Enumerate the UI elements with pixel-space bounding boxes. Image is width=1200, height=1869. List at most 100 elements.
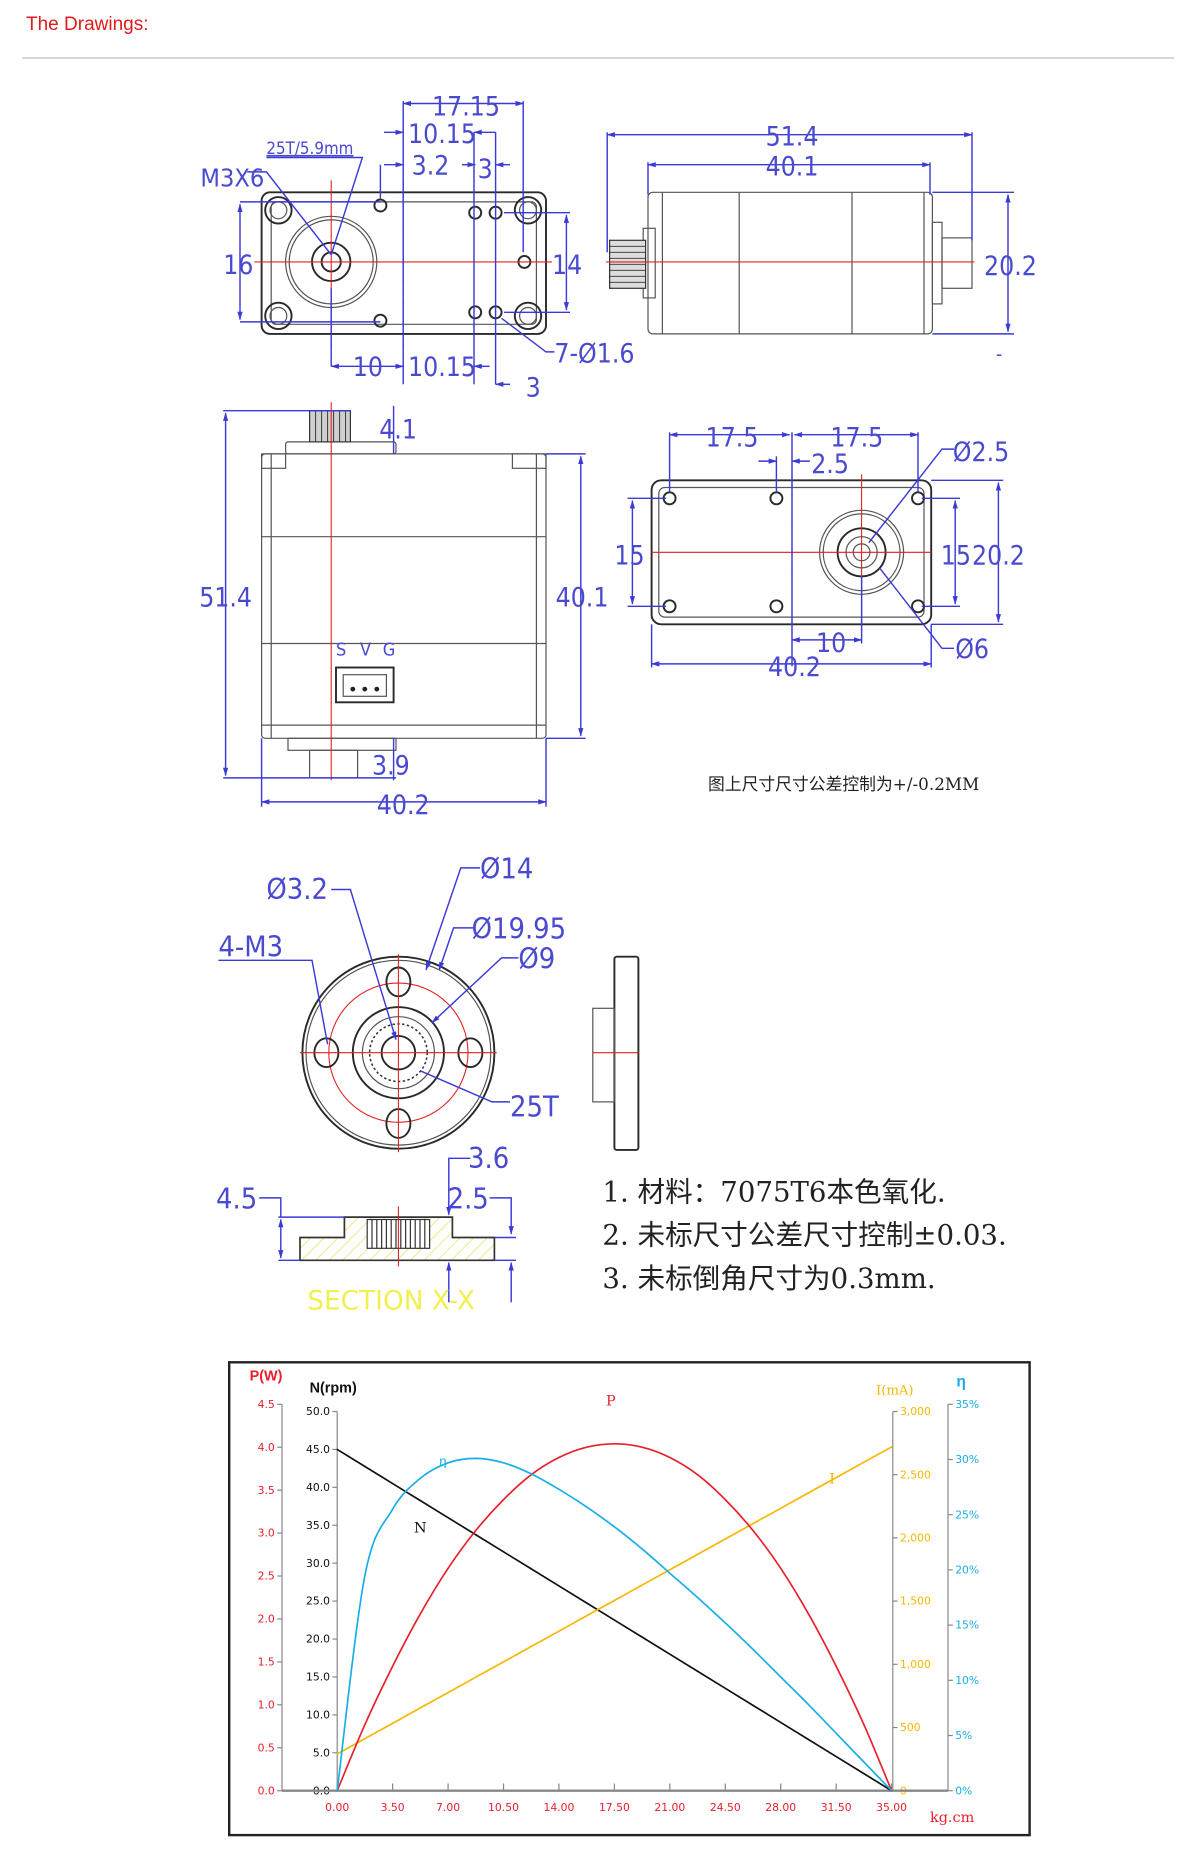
- series-I-point: [558, 1630, 560, 1632]
- pin-v: V: [360, 640, 371, 661]
- x-axis-title: kg.cm: [930, 1810, 975, 1826]
- series-P-point: [447, 1567, 449, 1570]
- x-tick-label: 31.50: [821, 1801, 852, 1814]
- series-eta-point: [447, 1462, 449, 1464]
- series-I-point: [669, 1569, 671, 1571]
- series-P-point: [585, 1446, 588, 1448]
- P-tick-label: 1.5: [258, 1656, 275, 1669]
- N-tick-label: 40.0: [306, 1481, 330, 1494]
- x-tick-label: 14.00: [543, 1801, 574, 1814]
- eta-tick-label: 35%: [955, 1398, 979, 1411]
- top-view: 17.15 10.15 3.2 3 25T/5.9mm M3X6 16 14 1…: [200, 92, 634, 404]
- series-I-point: [447, 1691, 449, 1694]
- note-1: 1. 材料：7075T6本色氧化.: [602, 1176, 945, 1209]
- divider: [22, 57, 1174, 59]
- x-tick-label: 7.00: [436, 1801, 460, 1814]
- series-N-point: [696, 1670, 699, 1672]
- P-tick-label: 2.0: [258, 1613, 275, 1626]
- section-dim-3-6: 3.6: [468, 1141, 509, 1175]
- P-tick-label: 4.5: [258, 1398, 275, 1411]
- note-2: 2. 未标尺寸公差尺寸控制±0.03.: [602, 1219, 1006, 1252]
- series-I-point: [502, 1661, 505, 1663]
- eta-curve-label: η: [439, 1454, 446, 1469]
- spline-label: 25T/5.9mm: [266, 138, 353, 158]
- N-tick-label: 5.0: [313, 1746, 330, 1759]
- series-N-point: [724, 1687, 727, 1690]
- I-tick-label: 1,000: [900, 1658, 931, 1671]
- bottom-dim-20-2: 20.2: [972, 540, 1025, 571]
- series-P-point: [419, 1613, 422, 1615]
- horn-phi-14: Ø14: [480, 852, 533, 886]
- series-P-point: [807, 1613, 810, 1615]
- x-tick-label: 10.50: [488, 1801, 519, 1814]
- series-eta-point: [613, 1526, 616, 1528]
- bottom-dim-phi-6: Ø6: [955, 634, 989, 665]
- series-N-point: [613, 1619, 616, 1621]
- series-eta-point: [780, 1676, 782, 1678]
- n-curve-label: N: [414, 1521, 427, 1537]
- front-dim-40-1: 40.1: [556, 582, 609, 613]
- i-axis-title: I(mA): [876, 1384, 914, 1399]
- eta-tick-label: 0%: [955, 1784, 972, 1797]
- horn-4-m3: 4-M3: [218, 930, 283, 964]
- note-3: 3. 未标倒角尺寸为0.3mm.: [602, 1262, 935, 1295]
- series-eta-point: [419, 1477, 422, 1479]
- dim-14: 14: [552, 250, 582, 281]
- eta-tick-label: 25%: [955, 1508, 979, 1521]
- series-eta-point: [752, 1648, 754, 1651]
- N-tick-label: 50.0: [306, 1405, 330, 1418]
- series-eta-point: [364, 1574, 366, 1577]
- series-I-point: [530, 1645, 532, 1648]
- series-I-point: [641, 1584, 643, 1586]
- series-N-point: [502, 1551, 505, 1553]
- series-eta-point: [530, 1473, 532, 1475]
- front-dim-40-2: 40.2: [377, 790, 430, 821]
- series-N-point: [336, 1448, 338, 1451]
- series-I-point: [780, 1507, 782, 1510]
- dim-3-2: 3.2: [412, 150, 450, 181]
- series-eta-point: [502, 1462, 505, 1464]
- eta-tick-label: 10%: [955, 1674, 979, 1687]
- series-P-point: [502, 1498, 505, 1501]
- series-I-point: [752, 1522, 754, 1525]
- bottom-dim-40-2: 40.2: [768, 652, 821, 683]
- series-N-point: [835, 1755, 837, 1758]
- series-eta-point: [807, 1703, 810, 1706]
- horn-phi-19-95: Ø19.95: [472, 912, 567, 946]
- section-dim-2-5: 2.5: [448, 1182, 489, 1216]
- series-N-point: [669, 1653, 671, 1655]
- I-tick-label: 1,500: [900, 1595, 931, 1608]
- p-axis-title: P(W): [250, 1368, 283, 1384]
- series-I-point: [863, 1461, 865, 1463]
- I-tick-label: 2,000: [900, 1532, 931, 1545]
- series-P-point: [696, 1473, 699, 1476]
- series-I-point: [613, 1599, 616, 1602]
- bottom-dim-10: 10: [816, 628, 846, 659]
- x-tick-label: 0.00: [325, 1801, 349, 1814]
- side-dim-20-2: 20.2: [984, 251, 1037, 282]
- x-tick-label: 28.00: [765, 1801, 796, 1814]
- section-heading: The Drawings:: [26, 14, 149, 35]
- series-P-point: [613, 1443, 616, 1445]
- series-eta-point: [336, 1789, 338, 1792]
- p-curve-label: P: [606, 1394, 616, 1410]
- screw-label: M3X6: [200, 163, 264, 192]
- series-N-point: [475, 1534, 477, 1536]
- N-tick-label: 25.0: [306, 1595, 330, 1608]
- tolerance-note: 图上尺寸尺寸公差控制为+/-0.2MM: [708, 774, 979, 794]
- dim-3-top: 3: [478, 154, 493, 185]
- side-dim-40-1: 40.1: [766, 152, 819, 183]
- eta-tick-label: 15%: [955, 1619, 979, 1632]
- dim-3-bottom: 3: [526, 372, 541, 403]
- x-tick-label: 21.00: [654, 1801, 685, 1814]
- P-tick-label: 4.0: [258, 1441, 275, 1454]
- chart-frame: [228, 1361, 1031, 1837]
- horn-phi-3-2: Ø3.2: [266, 872, 328, 906]
- N-tick-label: 30.0: [306, 1557, 330, 1570]
- series-I-point: [807, 1492, 810, 1494]
- series-I-point: [696, 1553, 699, 1556]
- series-I-point: [835, 1476, 837, 1479]
- series-N-point: [391, 1482, 394, 1485]
- N-tick-label: 35.0: [306, 1519, 330, 1532]
